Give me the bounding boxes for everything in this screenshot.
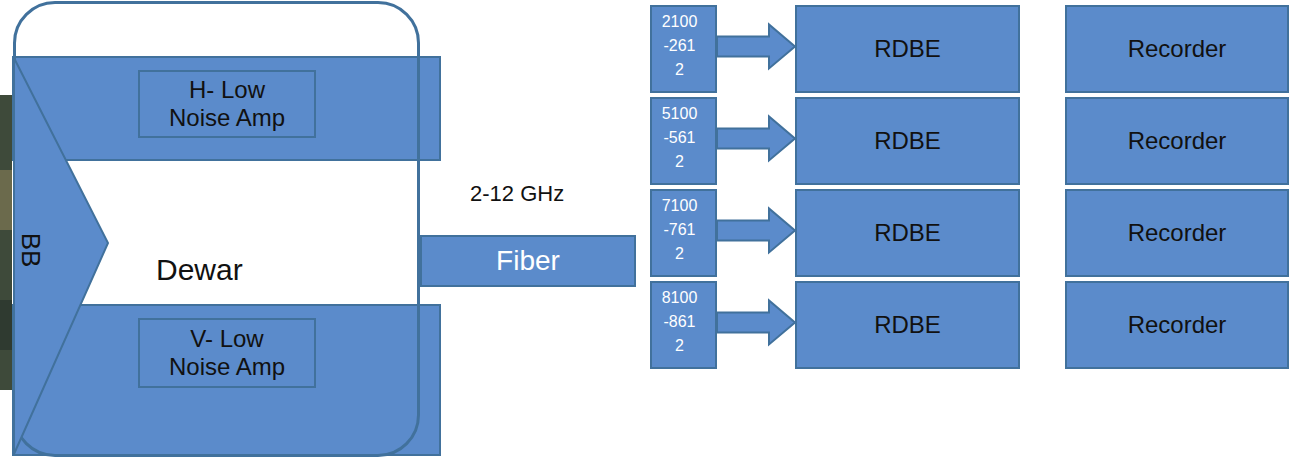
block-arrow xyxy=(717,300,795,344)
text-holder: BB xyxy=(14,233,45,268)
node-text: Dewar xyxy=(156,252,243,288)
signal-band xyxy=(13,57,440,160)
recorder-box: Recorder xyxy=(1065,5,1289,93)
chevron-outline xyxy=(14,58,108,454)
recorder-box: Recorder xyxy=(1065,281,1289,369)
recorder-box: Recorder xyxy=(1065,189,1289,277)
node-text: H- Low Noise Amp xyxy=(164,76,290,131)
node-text: RDBE xyxy=(874,219,941,247)
frequency-box: 8100-8612 xyxy=(650,281,717,369)
node-text: 7100-7612 xyxy=(661,194,698,266)
frequency-box: 7100-7612 xyxy=(650,189,717,277)
block-arrow xyxy=(717,208,795,252)
photo-strip xyxy=(0,95,12,390)
node-text: RDBE xyxy=(874,127,941,155)
node-text: Fiber xyxy=(496,245,560,277)
node-text: Recorder xyxy=(1128,127,1227,155)
node-text: Recorder xyxy=(1128,219,1227,247)
text-holder: Dewar xyxy=(156,252,243,288)
frequency-box: 5100-5612 xyxy=(650,97,717,185)
node-text: 8100-8612 xyxy=(661,286,698,358)
rdbe-box: RDBE xyxy=(795,281,1020,369)
node-text: BB xyxy=(14,233,45,268)
amplifier-box: H- Low Noise Amp xyxy=(138,70,316,138)
node-text: 5100-5612 xyxy=(661,102,698,174)
node-text: Recorder xyxy=(1128,311,1227,339)
fiber-link: Fiber xyxy=(420,235,636,287)
photo-strip xyxy=(0,170,12,230)
node-text: Recorder xyxy=(1128,35,1227,63)
dewar-outline: Dewar BB H- Low Noise Amp V- Low Noise Amp xyxy=(13,1,420,457)
rdbe-box: RDBE xyxy=(795,189,1020,277)
node-text: RDBE xyxy=(874,311,941,339)
bb-chevron: BB xyxy=(13,57,109,455)
node-text: V- Low Noise Amp xyxy=(164,325,290,380)
photo-strip xyxy=(0,300,12,350)
frequency-box: 2100-2612 xyxy=(650,5,717,93)
signal-band xyxy=(13,305,440,455)
block-arrow xyxy=(717,116,795,160)
block-arrow xyxy=(717,24,795,68)
recorder-box: Recorder xyxy=(1065,97,1289,185)
label-holder: 2-12 GHz xyxy=(470,181,564,207)
rdbe-box: RDBE xyxy=(795,97,1020,185)
frequency-label: 2-12 GHz xyxy=(470,181,564,207)
node-text: RDBE xyxy=(874,35,941,63)
rdbe-box: RDBE xyxy=(795,5,1020,93)
node-text: 2100-2612 xyxy=(661,10,698,82)
amplifier-box: V- Low Noise Amp xyxy=(138,318,316,388)
